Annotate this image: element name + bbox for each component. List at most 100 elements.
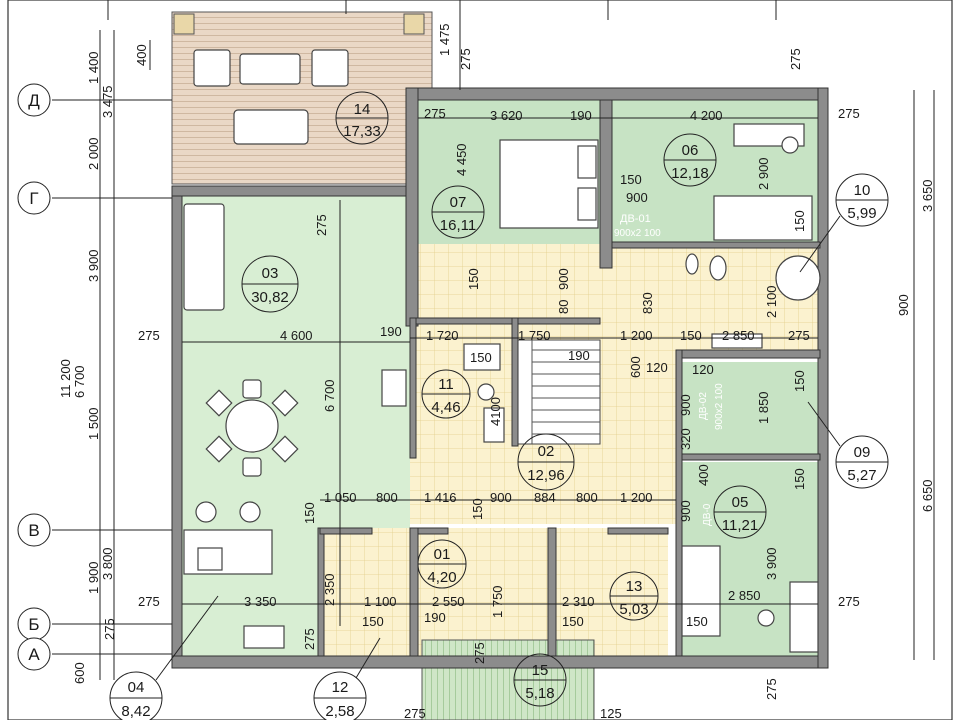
- dim: 150: [362, 614, 384, 629]
- room-number: 01: [434, 546, 451, 563]
- dim: 275: [458, 48, 473, 70]
- room-tag: 12 2,58: [313, 637, 381, 720]
- dim: 2 850: [728, 588, 761, 603]
- dim: 2 900: [756, 157, 771, 190]
- room-area: 12,18: [671, 165, 709, 182]
- axis-bubble: [17, 181, 51, 215]
- stair: [531, 340, 600, 444]
- dim: 2 100: [764, 285, 779, 318]
- dim: 4100: [488, 397, 503, 426]
- axis-label: Б: [28, 615, 39, 634]
- dim: 830: [640, 292, 655, 314]
- axis-bubble: [17, 83, 51, 117]
- dim: 275: [138, 594, 160, 609]
- dim: 3 620: [490, 108, 523, 123]
- dim: 1 720: [426, 328, 459, 343]
- room-area: 4,46: [431, 399, 460, 416]
- dim: 3 900: [764, 547, 779, 580]
- room-tag: 09 5,27: [807, 401, 889, 489]
- room-area: 30,82: [251, 289, 289, 306]
- dim: 900: [678, 500, 693, 522]
- dim: 1 850: [756, 391, 771, 424]
- room-tag: 07 16,11: [431, 185, 485, 239]
- dim: 884: [534, 490, 556, 505]
- room-number: 13: [626, 578, 643, 595]
- axis-label: Д: [28, 91, 40, 110]
- dim: 400: [134, 44, 149, 66]
- room-number: 05: [732, 494, 749, 511]
- room-tag: 06 12,18: [663, 133, 717, 187]
- dim: 3 900: [86, 249, 101, 282]
- door-tag: ДВ-02: [698, 392, 709, 420]
- room-tag: 05 11,21: [713, 485, 767, 539]
- dim: 150: [680, 328, 702, 343]
- axis-label: Г: [29, 189, 38, 208]
- dimension-lines: [99, 0, 935, 680]
- dim: 1 475: [437, 23, 452, 56]
- dim: 190: [568, 348, 590, 363]
- room-number: 09: [854, 444, 871, 461]
- room-tag: 14 17,33: [335, 91, 389, 145]
- dim: 900: [556, 268, 571, 290]
- dim: 150: [302, 502, 317, 524]
- dim: 900: [678, 394, 693, 416]
- sheet-frame: [7, 0, 953, 720]
- dim: 190: [570, 108, 592, 123]
- room-number: 15: [532, 662, 549, 679]
- dim: 125: [600, 706, 622, 720]
- dim: 900: [490, 490, 512, 505]
- room-tag: 13 5,03: [609, 571, 659, 621]
- dim: 190: [380, 324, 402, 339]
- room-number: 11: [438, 376, 454, 393]
- door-labels: ДВ-01 900x2 100 ДВ-02 900x2 100 ДВ-0: [614, 213, 725, 526]
- dim: 3 800: [100, 547, 115, 580]
- dim: 275: [314, 214, 329, 236]
- dim: 150: [792, 370, 807, 392]
- room-tags: 14 17,33 07 16,11 06 12,18 10 5,99: [109, 91, 889, 720]
- axis-markers: Д Г В Б А: [17, 83, 172, 671]
- dim: 275: [788, 48, 803, 70]
- dim: 1 750: [518, 328, 551, 343]
- dim: 800: [576, 490, 598, 505]
- dim: 2 000: [86, 137, 101, 170]
- dim: 2 850: [722, 328, 755, 343]
- dim: 150: [686, 614, 708, 629]
- dim: 275: [788, 328, 810, 343]
- dim: 800: [376, 490, 398, 505]
- dim: 1 416: [424, 490, 457, 505]
- room-number: 06: [682, 142, 699, 159]
- dim: 190: [424, 610, 446, 625]
- dim: 400: [696, 464, 711, 486]
- room-area: 16,11: [440, 217, 476, 234]
- room-tag: 15 5,18: [513, 653, 567, 707]
- room-tag: 03 30,82: [241, 255, 299, 313]
- dim: 150: [466, 268, 481, 290]
- dim: 900: [626, 190, 648, 205]
- room-tag: 01 4,20: [417, 539, 467, 589]
- dim: 600: [628, 356, 643, 378]
- dim: 80: [556, 300, 571, 314]
- door-size: 900x2 100: [614, 228, 661, 239]
- dim: 275: [404, 706, 426, 720]
- dim: 275: [102, 618, 117, 640]
- axis-label: В: [28, 521, 39, 540]
- dim: 275: [302, 628, 317, 650]
- dim: 320: [678, 428, 693, 450]
- room-number: 03: [262, 265, 279, 282]
- axis-bubble: [17, 637, 51, 671]
- room-number: 10: [854, 182, 871, 199]
- room-area: 5,18: [525, 685, 554, 702]
- dim: 6 700: [72, 365, 87, 398]
- room-area: 2,58: [325, 703, 354, 720]
- dim: 4 450: [454, 143, 469, 176]
- dim: 6 650: [920, 479, 935, 512]
- dim: 275: [764, 678, 779, 700]
- dim: 1 050: [324, 490, 357, 505]
- room-number: 02: [538, 443, 555, 460]
- dim: 4 600: [280, 328, 313, 343]
- dim: 150: [562, 614, 584, 629]
- dim: 1 750: [490, 585, 505, 618]
- room-number: 04: [128, 679, 145, 696]
- room-area: 4,20: [427, 569, 456, 586]
